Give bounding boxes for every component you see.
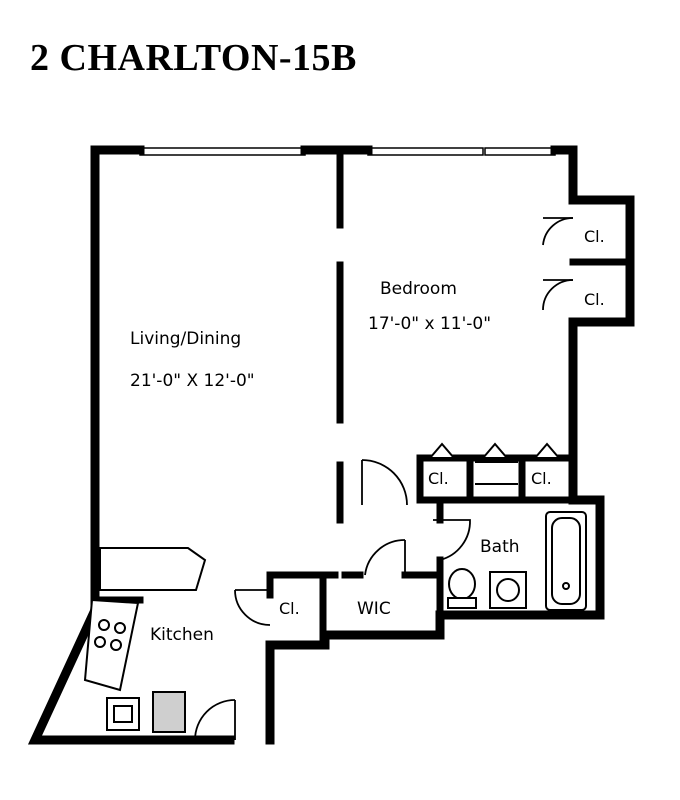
bath-fixtures — [447, 511, 587, 611]
burner-icon — [94, 636, 106, 648]
closet-shelves — [475, 461, 518, 485]
kitchen-counter — [99, 547, 207, 591]
door-swings — [194, 217, 574, 741]
closet-label-bedroom-right: Cl. — [531, 469, 552, 488]
closet-label-upper: Cl. — [584, 227, 605, 246]
burner-icon — [98, 619, 110, 631]
kitchen-fixtures — [83, 547, 207, 733]
basin — [496, 578, 520, 602]
room-label-kitchen: Kitchen — [150, 625, 214, 645]
room-label-wic: WIC — [357, 599, 391, 619]
closet-door-markers — [427, 442, 562, 459]
burner-icon — [114, 622, 126, 634]
closet-label-lower: Cl. — [584, 290, 605, 309]
room-label-bath: Bath — [480, 537, 520, 557]
refrigerator — [152, 691, 186, 733]
burner-icon — [110, 639, 122, 651]
toilet — [448, 568, 476, 600]
closet-label-bedroom-left: Cl. — [428, 469, 449, 488]
room-dimensions-living: 21'-0" X 12'-0" — [130, 371, 255, 391]
room-label-bedroom: Bedroom — [380, 279, 457, 299]
room-label-living: Living/Dining — [130, 329, 241, 349]
plan-title: 2 CHARLTON-15B — [30, 37, 357, 79]
exterior-walls — [27, 145, 635, 745]
drain — [562, 582, 570, 590]
closet-label-hall: Cl. — [279, 599, 300, 618]
room-dimensions-bedroom: 17'-0" x 11'-0" — [368, 314, 491, 334]
